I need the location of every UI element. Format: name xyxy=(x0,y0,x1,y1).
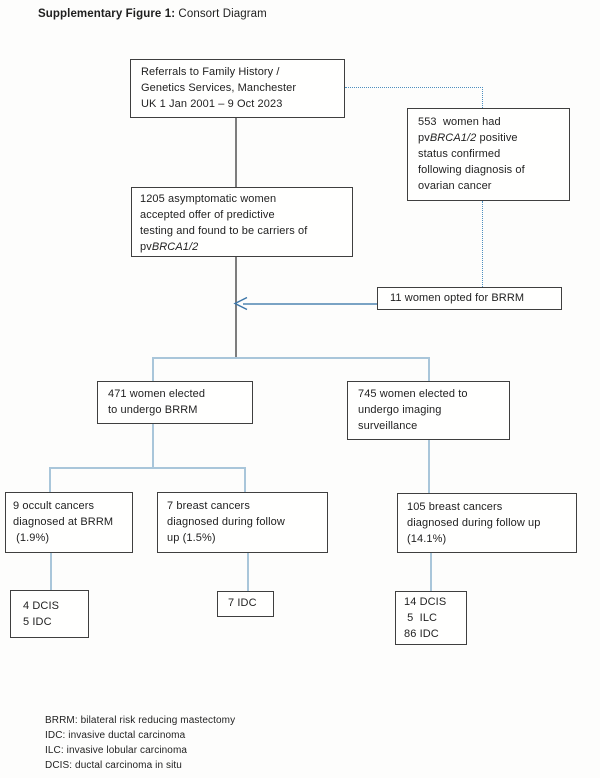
connector-surveillance-followup-to-pathology xyxy=(430,553,432,591)
arrow-left-icon xyxy=(233,296,248,311)
referrals-box: Referrals to Family History /Genetics Se… xyxy=(130,59,345,118)
figure-title: Supplementary Figure 1: Consort Diagram xyxy=(38,8,267,20)
connector-brrm-opted-arrow-line xyxy=(243,303,377,305)
connector-referrals-to-predictive xyxy=(235,118,237,187)
connector-branch2-right-drop xyxy=(244,467,246,492)
connector-brrm-followup-to-pathology xyxy=(247,553,249,591)
brrm-opted-box: 11 women opted for BRRM xyxy=(377,287,562,310)
connector-brrm-to-branch2 xyxy=(152,424,154,468)
connector-predictive-to-branch xyxy=(235,257,237,358)
brrm-pathology-box: 7 IDC xyxy=(217,591,274,617)
connector-branch2-left-drop xyxy=(49,467,51,492)
figure-title-label: Supplementary Figure 1: xyxy=(38,8,176,20)
connector-branch2-horizontal xyxy=(49,467,245,469)
connector-dotted-referrals-to-ovarian-horizontal xyxy=(345,87,483,88)
connector-branch1-horizontal xyxy=(152,357,429,359)
connector-branch1-left-drop xyxy=(152,357,154,381)
abbreviations-legend: BRRM: bilateral risk reducing mastectomy… xyxy=(45,715,236,771)
connector-dotted-ovarian-to-brrm-opted xyxy=(482,201,483,287)
connector-dotted-referrals-to-ovarian-vertical xyxy=(482,87,483,108)
connector-surveillance-to-followup xyxy=(428,440,430,493)
connector-occult-to-pathology xyxy=(50,553,52,590)
figure-title-text: Consort Diagram xyxy=(175,8,267,20)
connector-branch1-right-drop xyxy=(428,357,430,381)
